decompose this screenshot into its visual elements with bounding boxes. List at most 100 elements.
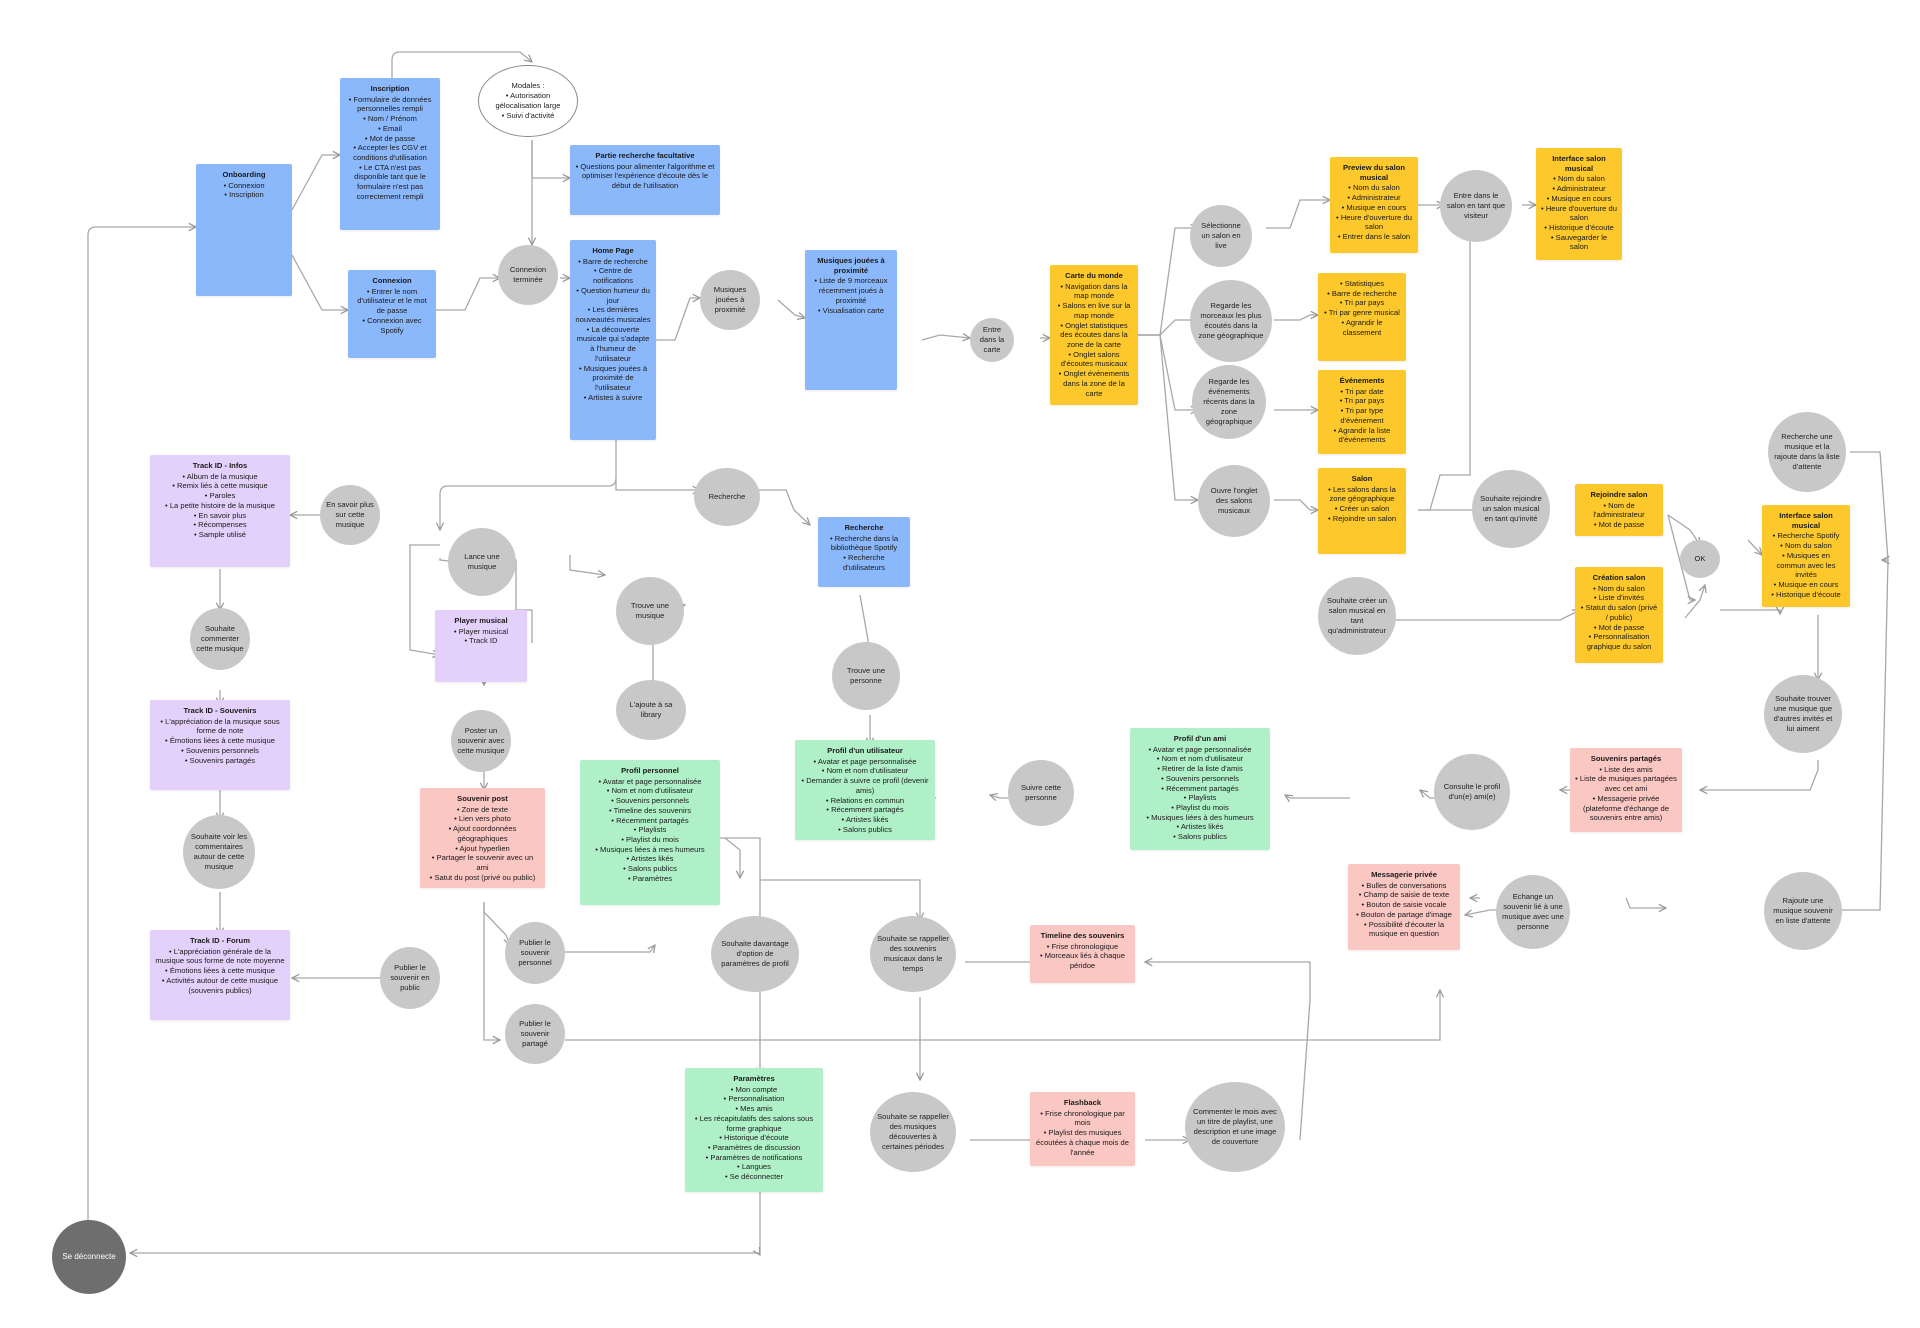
flow-box-item: Barre de recherche (1323, 289, 1401, 299)
flow-box-item: Recherche d'utilisateurs (823, 553, 905, 572)
flow-node-consulte-profil: Consulte le profil d'un(e) ami(e) (1434, 754, 1510, 830)
flow-box-item: Nom du salon (1767, 541, 1845, 551)
flow-box-home-page: Home PageBarre de rechercheCentre de not… (570, 240, 656, 440)
flow-box-item: Avatar et page personnalisée (585, 777, 715, 787)
flow-node-rappeler-musiques: Souhaite se rappeller des musiques décou… (870, 1092, 956, 1172)
flow-box-item: Paramètres de notifications (690, 1153, 818, 1163)
flow-box-item: Récompenses (155, 520, 285, 530)
flow-box-item: Musiques liées à mes humeurs (585, 845, 715, 855)
flow-box-item: Rejoindre un salon (1323, 514, 1401, 524)
flow-box-item: Langues (690, 1162, 818, 1172)
flow-box-recherche-box: RechercheRecherche dans la bibliothèque … (818, 517, 910, 587)
flow-box-item: Bouton de saisie vocale (1353, 900, 1455, 910)
flow-box-item: Tri par date (1323, 387, 1401, 397)
flow-box-item: Émotions liées à cette musique (155, 736, 285, 746)
flow-node-souhaite-creer: Souhaite créer un salon musical en tant … (1318, 577, 1396, 655)
flow-box-item: Lien vers photo (425, 814, 540, 824)
flow-node-label: Se déconnecte (62, 1251, 116, 1261)
flow-box-item: Relations en commun (800, 796, 930, 806)
flow-node-regarde-evenements: Regarde les événements récents dans la z… (1192, 365, 1266, 439)
flow-box-item: Tri par pays (1323, 298, 1401, 308)
flow-node-regarde-morceaux: Regarde les morceaux les plus écoutés da… (1190, 280, 1272, 362)
flow-box-title: Onboarding (222, 170, 266, 179)
flow-box-item: Nom du salon (1335, 183, 1413, 193)
flow-node-en-savoir-plus: En savoir plus sur cette musique (320, 485, 380, 545)
flow-box-item: Les dernières nouveautés musicales (575, 305, 651, 324)
flow-box-item: Question humeur du jour (575, 286, 651, 305)
flow-box-item: Navigation dans la map monde (1055, 282, 1133, 301)
flow-node-entre-salon-visiteur: Entre dans le salon en tant que visiteur (1440, 170, 1512, 242)
flow-box-title: Rejoindre salon (1590, 490, 1648, 499)
flow-box-item: Agrandir la liste d'événements (1323, 426, 1401, 445)
flow-box-item: Tri par pays (1323, 396, 1401, 406)
flow-box-parametres: ParamètresMon comptePersonnalisationMes … (685, 1068, 823, 1192)
flow-box-item: Nom et nom d'utilisateur (1135, 754, 1265, 764)
flow-box-item: Recherche dans la bibliothèque Spotify (823, 534, 905, 553)
flow-node-trouve-personne: Trouve une personne (832, 642, 900, 710)
flow-box-title: Partie recherche facultative (595, 151, 695, 160)
flow-box-item: Sauvegarder le salon (1541, 233, 1617, 252)
flow-box-item: Playlist du mois (1135, 803, 1265, 813)
flow-box-item: Playlists (1135, 793, 1265, 803)
flow-box-item: Bulles de conversations (1353, 881, 1455, 891)
flow-node-recherche-musique-attente: Recherche une musique et la rajoute dans… (1768, 412, 1846, 492)
flow-node-label: L'ajoute à sa library (629, 700, 673, 719)
flow-box-profil-utilisateur: Profil d'un utilisateurAvatar et page pe… (795, 740, 935, 841)
flow-box-item: Onglet événements dans la zone de la car… (1055, 369, 1133, 398)
flow-box-item: Les salons dans la zone géographique (1323, 485, 1401, 504)
flow-node-ok: OK (1680, 540, 1720, 578)
flow-box-souvenir-post: Souvenir postZone de texteLien vers phot… (420, 788, 545, 889)
flow-box-item: Playlists (585, 825, 715, 835)
flow-box-item: Se déconnecter (690, 1172, 818, 1182)
flow-box-trackid-infos: Track ID - InfosAlbum de la musiqueRemix… (150, 455, 290, 567)
flow-node-label: Ouvre l'onglet des salons musicaux (1210, 486, 1258, 515)
flow-box-item: Avatar et page personnalisée (800, 757, 930, 767)
flow-box-item: Créer un salon (1323, 504, 1401, 514)
flow-node-label: Sélectionne un salon en live (1201, 221, 1241, 250)
flow-node-ajoute-library: L'ajoute à sa library (616, 680, 686, 740)
flow-box-preview-salon: Preview du salon musicalNom du salonAdmi… (1330, 157, 1418, 253)
flow-node-option-parametres: Souhaite davantage d'option de paramètre… (711, 916, 799, 992)
flow-box-item: L'appréciation générale de la musique so… (155, 947, 285, 966)
flow-box-item: Personnalisation graphique du salon (1580, 632, 1658, 651)
flow-box-item: Retirer de la liste d'amis (1135, 764, 1265, 774)
flow-box-title: Musiques jouées à proximité (817, 256, 885, 275)
flow-box-recherche-facultative: Partie recherche facultativeQuestions po… (570, 145, 720, 215)
flow-node-publier-partage: Publier le souvenir partagé (505, 1004, 565, 1064)
flow-box-item: Connexion avec Spotify (353, 316, 431, 335)
flow-box-title: Interface salon musical (1552, 154, 1606, 173)
flow-node-label: Trouve une musique (630, 601, 670, 620)
flow-box-rejoindre-salon: Rejoindre salonNom de l'administrateurMo… (1575, 484, 1663, 536)
flow-box-item: Remix liés à cette musique (155, 481, 285, 491)
flow-node-label: Souhaite se rappeller des souvenirs musi… (877, 934, 949, 973)
flow-box-title: Home Page (592, 246, 634, 255)
flow-node-entre-carte: Entre dans la carte (970, 318, 1014, 362)
flow-box-item: Visualisation carte (810, 306, 892, 316)
flow-node-commenter-mois: Commenter le mois avec un titre de playl… (1185, 1082, 1285, 1172)
flow-box-item: Les récapitulatifs des salons sous forme… (690, 1114, 818, 1133)
flow-box-carte-monde: Carte du mondeNavigation dans la map mon… (1050, 265, 1138, 405)
flow-box-title: Profil d'un ami (1173, 734, 1227, 743)
flow-box-item: Musique en cours (1767, 580, 1845, 590)
flow-box-item: Entrer le nom d'utilisateur et le mot de… (353, 287, 431, 316)
flow-box-item: Partager le souvenir avec un ami (425, 853, 540, 872)
flow-box-item: Player musical (440, 627, 522, 637)
flow-box-item: Mes amis (690, 1104, 818, 1114)
flow-node-souhaite-trouver: Souhaite trouver une musique que d'autre… (1764, 675, 1842, 753)
flow-node-modales: Modales :• Autorisation gélocalisation l… (478, 65, 578, 137)
flow-box-player: Player musicalPlayer musicalTrack ID (435, 610, 527, 682)
flow-box-item: Musiques liées à des humeurs (1135, 813, 1265, 823)
flow-box-title: Track ID - Infos (192, 461, 248, 470)
flow-box-title: Profil personnel (621, 766, 679, 775)
flow-node-label: Souhaite rejoindre un salon musical en t… (1480, 494, 1542, 523)
flow-box-item: Formulaire de données personnelles rempl… (345, 95, 435, 114)
flow-box-item: Tri par type d'événement (1323, 406, 1401, 425)
flow-box-item: Onglet statistiques des écoutes dans la … (1055, 321, 1133, 350)
flow-box-item: Ajout hyperlien (425, 844, 540, 854)
flow-box-item: Statut du salon (privé / public) (1580, 603, 1658, 622)
flow-box-item: Morceaux liés à chaque péridoe (1035, 951, 1130, 970)
flow-node-label: Recherche (708, 492, 746, 502)
flow-box-title: Preview du salon musical (1342, 163, 1406, 182)
flow-box-item: Le CTA n'est pas disponible tant que le … (345, 163, 435, 202)
flow-box-item: Champ de saisie de texte (1353, 890, 1455, 900)
